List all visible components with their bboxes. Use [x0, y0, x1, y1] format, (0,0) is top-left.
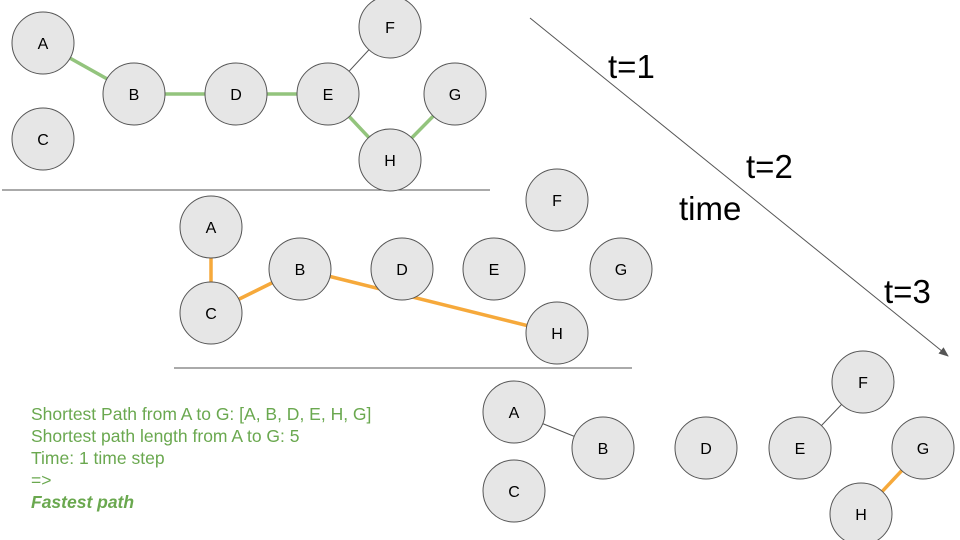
time-steps-text: Time: 1 time step — [31, 448, 165, 468]
node-circle-t1-G — [423, 62, 487, 126]
node-t1-D: D — [204, 62, 268, 126]
shortest-path-text: Shortest Path from A to G: [A, B, D, E, … — [31, 404, 372, 424]
node-circle-t1-D — [204, 62, 268, 126]
node-circle-t2-D — [370, 237, 434, 301]
node-circle-t1-F — [358, 0, 422, 59]
node-label-t3-A: A — [509, 405, 520, 422]
node-label-t3-E: E — [795, 441, 806, 458]
node-label-t1-B: B — [129, 87, 140, 104]
node-circle-t2-H — [525, 301, 589, 365]
node-t1-H: H — [358, 128, 422, 192]
node-circle-t3-F — [831, 350, 895, 414]
time-step-label-3: t=3 — [884, 273, 931, 310]
node-label-t1-G: G — [449, 87, 461, 104]
node-circle-t1-E — [296, 62, 360, 126]
node-t1-G: G — [423, 62, 487, 126]
node-label-t2-H: H — [551, 326, 563, 343]
node-circle-t3-H — [829, 482, 893, 540]
snapshot-t2-nodes: A C B D E F G H — [179, 168, 653, 365]
node-t3-H: H — [829, 482, 893, 540]
fastest-path-text: Fastest path — [31, 492, 135, 512]
node-label-t2-A: A — [206, 220, 217, 237]
snapshot-t2: A C B D E F G H — [179, 168, 653, 365]
node-label-t2-B: B — [295, 262, 306, 279]
snapshot-t3: A B C D E F G H — [482, 350, 955, 540]
time-step-label-2: t=2 — [746, 148, 793, 185]
node-label-t1-C: C — [37, 132, 49, 149]
node-label-t1-A: A — [38, 36, 49, 53]
node-circle-t2-C — [179, 281, 243, 345]
node-label-t1-H: H — [384, 153, 396, 170]
node-label-t3-C: C — [508, 484, 520, 501]
node-t1-B: B — [102, 62, 166, 126]
node-t3-G: G — [891, 416, 955, 480]
node-circle-t1-C — [11, 107, 75, 171]
node-t2-G: G — [589, 237, 653, 301]
node-circle-t2-E — [462, 237, 526, 301]
node-t2-B: B — [268, 237, 332, 301]
edge-t2-B-H — [299, 267, 558, 335]
node-t3-B: B — [571, 416, 635, 480]
node-t2-E: E — [462, 237, 526, 301]
node-circle-t1-A — [11, 11, 75, 75]
node-label-t1-E: E — [323, 87, 334, 104]
shortest-path-length-text: Shortest path length from A to G: 5 — [31, 426, 300, 446]
node-circle-t2-G — [589, 237, 653, 301]
node-t2-C: C — [179, 281, 243, 345]
time-axis-label: time — [679, 190, 741, 227]
node-t1-C: C — [11, 107, 75, 171]
node-t3-E: E — [768, 416, 832, 480]
node-t1-E: E — [296, 62, 360, 126]
node-circle-t2-F — [525, 168, 589, 232]
node-circle-t3-E — [768, 416, 832, 480]
node-label-t1-F: F — [385, 20, 395, 37]
time-axis-arrow — [529, 17, 949, 357]
node-label-t2-G: G — [615, 262, 627, 279]
time-step-label-1: t=1 — [608, 48, 655, 85]
node-t3-C: C — [482, 459, 546, 523]
node-t2-D: D — [370, 237, 434, 301]
node-circle-t1-B — [102, 62, 166, 126]
node-label-t2-F: F — [552, 193, 562, 210]
path-summary: Shortest Path from A to G: [A, B, D, E, … — [31, 403, 371, 513]
node-t2-F: F — [525, 168, 589, 232]
node-circle-t3-B — [571, 416, 635, 480]
node-label-t3-G: G — [917, 441, 929, 458]
node-circle-t3-G — [891, 416, 955, 480]
snapshot-t3-nodes: A B C D E F G H — [482, 350, 955, 540]
node-circle-t2-B — [268, 237, 332, 301]
node-label-t2-C: C — [205, 306, 217, 323]
node-label-t3-F: F — [858, 375, 868, 392]
node-t3-A: A — [482, 380, 546, 444]
node-t3-D: D — [674, 416, 738, 480]
node-label-t1-D: D — [230, 87, 242, 104]
node-circle-t3-A — [482, 380, 546, 444]
node-t1-A: A — [11, 11, 75, 75]
node-circle-t1-H — [358, 128, 422, 192]
snapshot-t1: A B C D E F G H — [11, 0, 487, 192]
node-label-t3-D: D — [700, 441, 712, 458]
snapshot-t1-nodes: A B C D E F G H — [11, 0, 487, 192]
node-circle-t3-D — [674, 416, 738, 480]
node-t1-F: F — [358, 0, 422, 59]
node-t2-A: A — [179, 195, 243, 259]
node-label-t3-H: H — [855, 507, 867, 524]
node-label-t3-B: B — [598, 441, 609, 458]
node-t2-H: H — [525, 301, 589, 365]
implies-arrow-text: => — [31, 470, 52, 490]
node-circle-t2-A — [179, 195, 243, 259]
node-label-t2-D: D — [396, 262, 408, 279]
node-label-t2-E: E — [489, 262, 500, 279]
node-circle-t3-C — [482, 459, 546, 523]
node-t3-F: F — [831, 350, 895, 414]
